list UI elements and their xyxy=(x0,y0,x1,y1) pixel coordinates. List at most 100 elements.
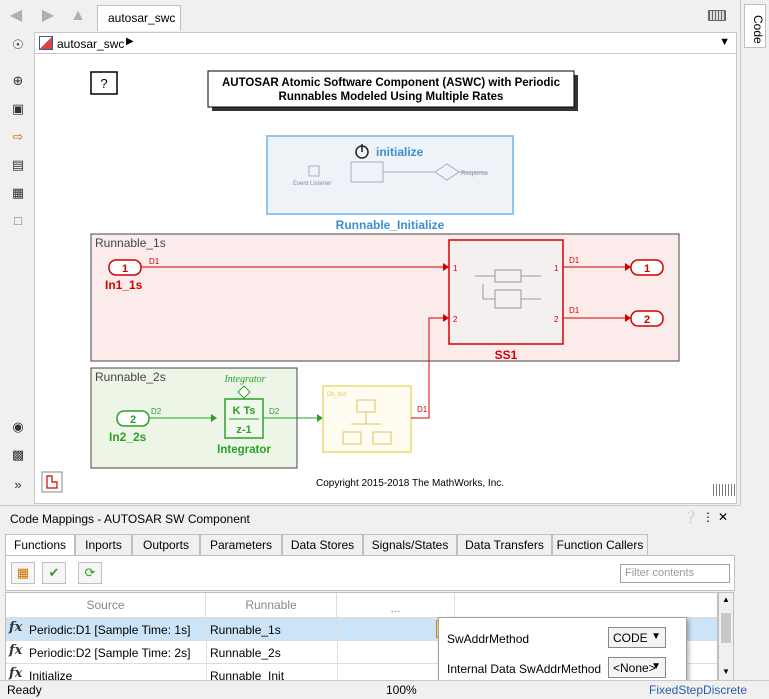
swaddr-label: SwAddrMethod xyxy=(447,632,530,646)
help-block[interactable] xyxy=(90,71,118,95)
copyright-text: Copyright 2015-2018 The MathWorks, Inc. xyxy=(316,478,504,489)
sig-label-d2-b: D2 xyxy=(269,407,280,416)
zoom-level: 100% xyxy=(386,683,417,697)
init-block-name: Runnable_Initialize xyxy=(336,218,445,232)
keyboard-icon[interactable] xyxy=(708,10,726,21)
filter-input[interactable]: Filter contents xyxy=(620,564,730,583)
function-icon: fx xyxy=(9,643,23,658)
title-box[interactable] xyxy=(207,70,575,108)
integrator-top-label: Integrator xyxy=(223,374,265,385)
cell-source: Periodic:D1 [Sample Time: 1s] xyxy=(29,623,191,637)
ss1-in2: 2 xyxy=(453,315,458,324)
cell-source: Periodic:D2 [Sample Time: 2s] xyxy=(29,646,191,660)
cell-runnable[interactable]: Runnable_1s xyxy=(210,623,281,637)
internal-swaddr-label: Internal Data SwAddrMethod xyxy=(447,662,602,676)
db-buf-block[interactable] xyxy=(322,385,412,453)
zoom-icon[interactable]: ⊕ xyxy=(12,73,24,88)
help-icon[interactable]: ❔ xyxy=(682,510,702,524)
arrow-connect-icon[interactable]: ⇨ xyxy=(12,129,24,144)
tab-inports[interactable]: Inports xyxy=(75,534,132,555)
configure-icon[interactable]: ▦ xyxy=(11,562,35,584)
status-bar: Ready 100% FixedStepDiscrete xyxy=(0,680,769,699)
col-source[interactable]: Source xyxy=(6,593,206,617)
close-icon[interactable]: ✕ xyxy=(717,510,732,524)
outport-out1[interactable] xyxy=(630,259,664,276)
signal-line-d1-buf[interactable] xyxy=(411,317,443,419)
annotation-icon[interactable]: ▤ xyxy=(11,157,25,172)
cell-runnable[interactable]: Runnable_2s xyxy=(210,646,281,660)
tab-functions[interactable]: Functions xyxy=(5,534,75,556)
area2-label: Runnable_2s xyxy=(95,370,166,384)
sig-label-d1-a: D1 xyxy=(149,257,160,266)
ss1-in1: 1 xyxy=(453,264,458,273)
up-arrow-icon[interactable]: ▲ xyxy=(70,7,86,24)
swaddr-select[interactable]: CODE ▼ xyxy=(608,627,666,648)
function-icon: fx xyxy=(9,620,23,635)
chevron-down-icon: ▼ xyxy=(651,631,661,642)
in1-num: 1 xyxy=(122,263,128,275)
table-row[interactable]: fx Initialize Runnable_Init xyxy=(6,663,717,681)
tab-model[interactable]: autosar_swc xyxy=(97,5,181,31)
back-arrow-icon[interactable]: ◀ xyxy=(9,7,23,24)
function-icon: fx xyxy=(9,666,23,681)
area-icon[interactable]: □ xyxy=(14,213,22,228)
fit-view-icon[interactable]: ▣ xyxy=(11,101,25,116)
refresh-icon[interactable]: ⟳ xyxy=(78,562,102,584)
buf-label: Db_buf xyxy=(327,392,347,398)
help-label: ? xyxy=(100,76,107,91)
camera-icon[interactable]: ◉ xyxy=(12,419,24,434)
breadcrumb[interactable]: autosar_swc xyxy=(57,37,125,51)
init-block-label: initialize xyxy=(376,145,424,159)
subsystem-ss1[interactable] xyxy=(448,239,564,345)
model-icon xyxy=(39,36,53,50)
model-browser-icon[interactable]: ▩ xyxy=(11,447,25,462)
resize-grip-icon[interactable] xyxy=(713,484,735,496)
tab-data-stores[interactable]: Data Stores xyxy=(282,534,363,555)
validate-check-icon[interactable]: ✔ xyxy=(42,562,66,584)
col-more[interactable]: ... xyxy=(337,593,455,617)
integrator-name: Integrator xyxy=(217,444,271,456)
sig-label-d2-a: D2 xyxy=(151,407,162,416)
col-runnable[interactable]: Runnable xyxy=(206,593,337,617)
panel-title: Code Mappings - AUTOSAR SW Component xyxy=(10,512,250,526)
chevron-down-icon[interactable]: ▼ xyxy=(719,36,730,48)
chevron-down-icon: ▼ xyxy=(651,661,661,672)
properties-popup: SwAddrMethod CODE ▼ Internal Data SwAddr… xyxy=(438,617,687,686)
internal-swaddr-select[interactable]: <None> ▼ xyxy=(608,657,666,678)
hide-show-icon[interactable]: ☉ xyxy=(12,37,24,52)
solver-link[interactable]: FixedStepDiscrete xyxy=(649,683,748,697)
expand-icon[interactable]: » xyxy=(14,477,22,492)
tab-signals-states[interactable]: Signals/States xyxy=(363,534,457,555)
table-row[interactable]: fx Periodic:D2 [Sample Time: 2s] Runnabl… xyxy=(6,640,717,664)
in1-name: In1_1s xyxy=(105,278,143,292)
model-canvas[interactable]: ? AUTOSAR Atomic Software Component (ASW… xyxy=(34,54,737,504)
image-icon[interactable]: ▦ xyxy=(11,185,25,200)
scroll-up-icon[interactable]: ▲ xyxy=(722,595,730,604)
integrator-num: K Ts xyxy=(232,405,255,417)
swaddr-value: CODE xyxy=(613,631,648,645)
tab-parameters[interactable]: Parameters xyxy=(200,534,282,555)
sig-label-d1-b: D1 xyxy=(569,256,580,265)
cell-runnable[interactable]: Runnable_Init xyxy=(210,669,285,681)
breadcrumb-arrow-icon[interactable]: ▶ xyxy=(126,36,134,47)
pin-icon[interactable]: ⋮ xyxy=(701,510,718,524)
init-response-label: Response xyxy=(461,171,489,177)
scroll-down-icon[interactable]: ▼ xyxy=(722,667,730,676)
tab-outports[interactable]: Outports xyxy=(132,534,200,555)
table-scrollbar[interactable]: ▲ ▼ xyxy=(718,592,734,681)
tab-function-callers[interactable]: Function Callers xyxy=(552,534,648,555)
address-bar[interactable]: autosar_swc ▶ ▼ xyxy=(34,32,737,54)
integrator-den: z-1 xyxy=(236,424,251,436)
tab-code[interactable]: Code xyxy=(744,4,766,48)
in2-name: In2_2s xyxy=(109,430,147,444)
runnable-initialize-block[interactable] xyxy=(266,135,514,215)
ss1-name: SS1 xyxy=(495,348,518,362)
forward-arrow-icon[interactable]: ▶ xyxy=(41,7,55,24)
tab-data-transfers[interactable]: Data Transfers xyxy=(457,534,552,555)
block-palette: ☉ ⊕ ▣ ⇨ ▤ ▦ □ ◉ ▩ » xyxy=(0,32,34,504)
top-toolbar: ◀ ▶ ▲ autosar_swc xyxy=(0,0,740,32)
area-runnable-1s[interactable] xyxy=(90,233,680,362)
sig-label-d1-c: D1 xyxy=(569,306,580,315)
internal-swaddr-value: <None> xyxy=(613,661,656,675)
outport-out2[interactable] xyxy=(630,310,664,327)
